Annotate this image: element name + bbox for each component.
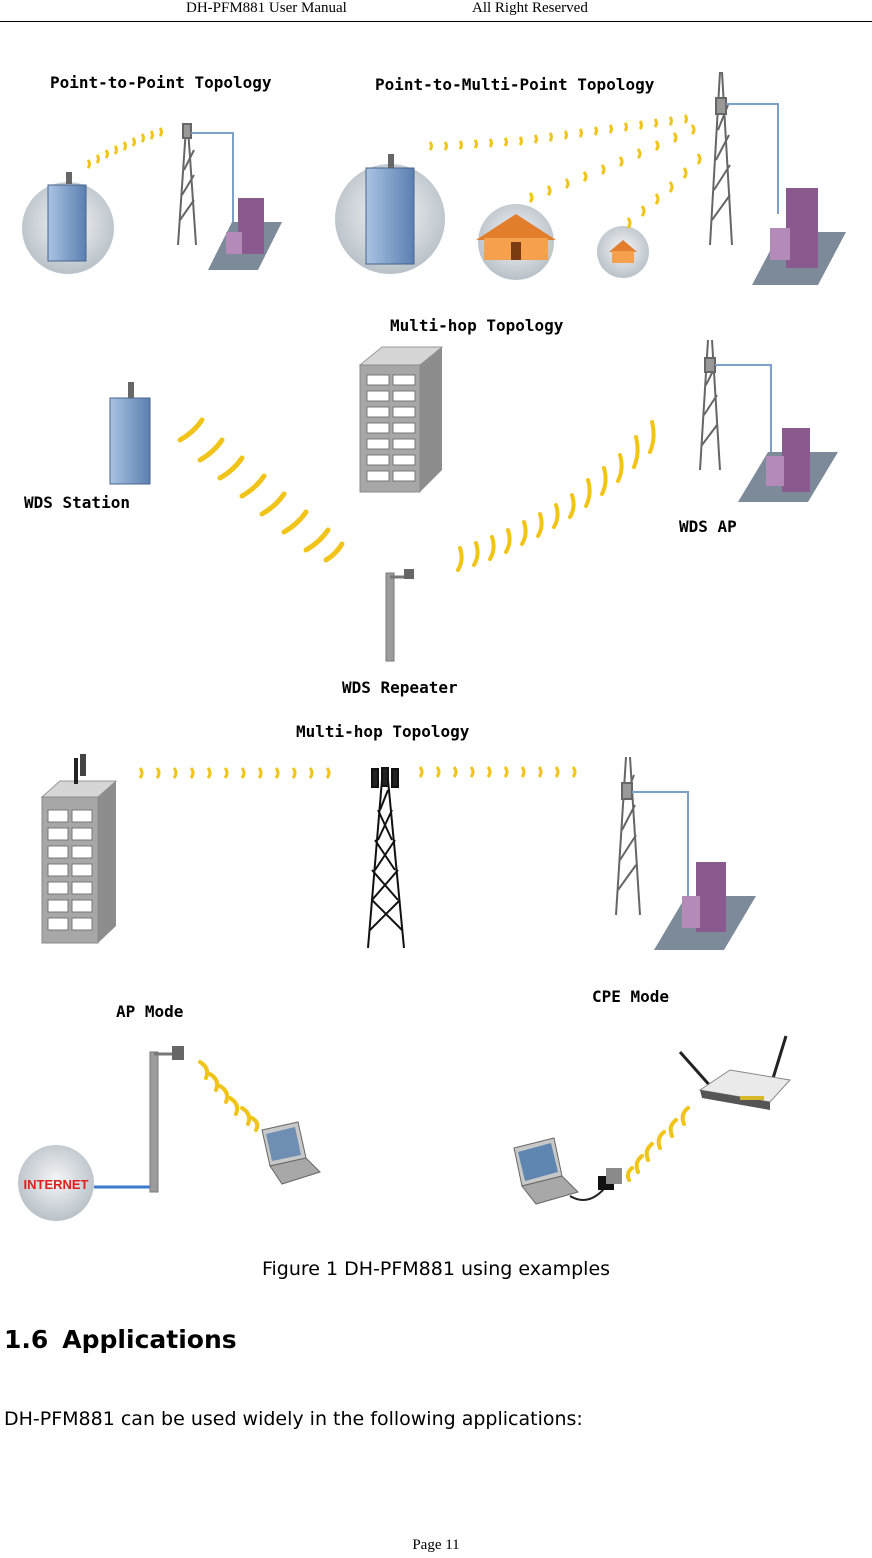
office-building-icon [40, 754, 118, 944]
building-icon [22, 172, 114, 274]
office-building-icon [358, 346, 444, 493]
internet-label: INTERNET [24, 1177, 89, 1192]
section-title: Applications [62, 1325, 237, 1354]
label-point-to-multipoint: Point-to-Multi-Point Topology [375, 75, 655, 94]
tower-icon [709, 71, 733, 246]
label-wds-station: WDS Station [24, 493, 130, 512]
section-heading: 1.6 Applications [4, 1325, 237, 1354]
router-icon [678, 1035, 791, 1110]
figure-caption: Figure 1 DH-PFM881 using examples [261, 1258, 611, 1280]
label-ap-mode: AP Mode [116, 1002, 183, 1021]
topology-figure: Point-to-Point Topology Point-to-Multi-P… [18, 71, 846, 1221]
repeater-pole-icon [385, 569, 414, 662]
server-icon [654, 862, 756, 950]
cell-tower-icon [367, 767, 405, 949]
laptop-icon [513, 1137, 579, 1205]
tower-icon [615, 756, 641, 916]
label-multi-hop-topology-2: Multi-hop Topology [296, 722, 470, 741]
signal-waves-icon [428, 114, 702, 229]
building-icon [109, 382, 151, 485]
tower-icon [699, 339, 721, 471]
cpe-device-icon [569, 1168, 622, 1201]
server-icon [208, 198, 282, 270]
label-wds-repeater: WDS Repeater [342, 678, 458, 697]
internet-globe-icon: INTERNET [18, 1145, 94, 1221]
signal-waves-icon [198, 1060, 260, 1132]
house-icon [597, 226, 649, 278]
signal-waves-icon [626, 1106, 690, 1182]
signal-waves-icon [177, 417, 345, 563]
label-multi-hop-topology: Multi-hop Topology [390, 316, 564, 335]
body-paragraph: DH-PFM881 can be used widely in the foll… [4, 1408, 583, 1430]
section-number: 1.6 [4, 1325, 49, 1354]
pole-antenna-icon [149, 1046, 184, 1193]
laptop-icon [261, 1121, 321, 1185]
tower-icon [177, 123, 197, 246]
signal-waves-icon [138, 766, 577, 779]
server-icon [738, 428, 838, 502]
signal-waves-icon [456, 420, 656, 572]
label-cpe-mode: CPE Mode [592, 987, 669, 1006]
label-wds-ap: WDS AP [679, 517, 737, 536]
header-manual-title: DH-PFM881 User Manual [186, 0, 347, 16]
page-number: Page 11 [412, 1537, 460, 1553]
label-point-to-point: Point-to-Point Topology [50, 73, 272, 92]
building-icon [335, 154, 445, 274]
house-icon [476, 204, 556, 280]
header-rights: All Right Reserved [472, 0, 588, 16]
signal-waves-icon [86, 127, 163, 169]
server-icon [752, 188, 846, 285]
page-header: DH-PFM881 User Manual All Right Reserved [0, 0, 872, 22]
